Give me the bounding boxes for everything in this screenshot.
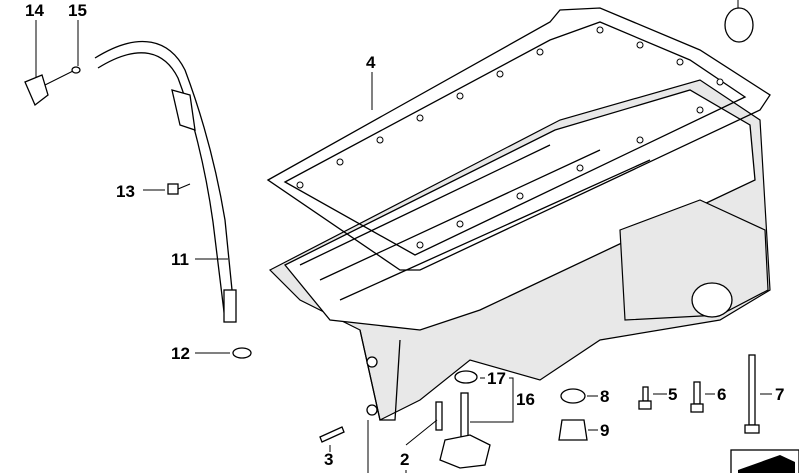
callout-5: 5 <box>668 385 677 404</box>
bolt-13 <box>167 183 191 195</box>
callout-4: 4 <box>366 53 376 72</box>
callout-9: 9 <box>600 421 609 440</box>
callout-14: 14 <box>25 1 44 20</box>
cap <box>724 0 754 43</box>
oil-level-sensor <box>439 370 491 469</box>
stud-2 <box>435 401 443 431</box>
dipstick-tube <box>94 41 237 323</box>
gasket <box>266 7 771 271</box>
callout-12: 12 <box>171 344 190 363</box>
drain-plug-9 <box>558 419 588 441</box>
leader-lines <box>35 20 772 473</box>
callout-16: 16 <box>516 390 535 409</box>
dipstick-handle <box>24 66 81 107</box>
oil-pan <box>268 79 771 421</box>
callout-7: 7 <box>775 385 784 404</box>
view-symbol-icon <box>730 449 799 473</box>
gasket-ring-8 <box>560 388 586 404</box>
callout-13: 13 <box>116 182 135 201</box>
callout-8: 8 <box>600 387 609 406</box>
seal-ring-12 <box>232 347 252 359</box>
callout-11: 11 <box>171 250 189 269</box>
callout-3: 3 <box>324 450 333 469</box>
callout-2: 2 <box>400 450 409 469</box>
callout-6: 6 <box>717 385 726 404</box>
screws <box>638 354 760 434</box>
callout-15: 15 <box>68 1 87 20</box>
stud-3 <box>319 426 345 443</box>
callout-17: 17 <box>487 369 506 388</box>
